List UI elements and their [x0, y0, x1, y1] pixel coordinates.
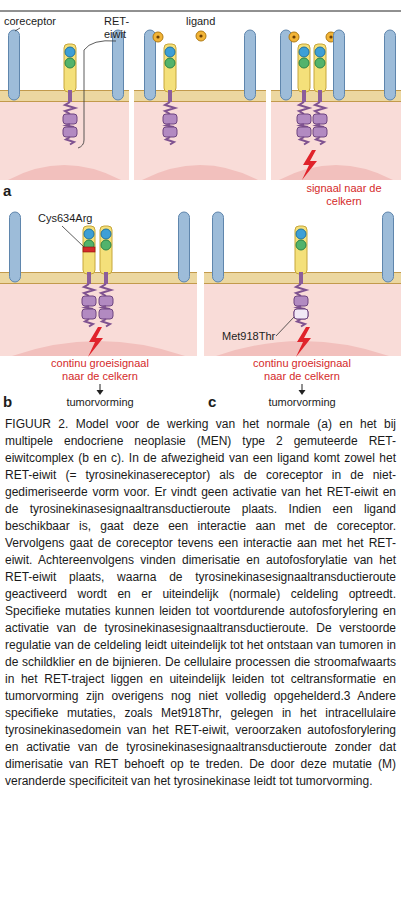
ret-bracket — [78, 41, 116, 148]
membrane-edge — [0, 101, 129, 102]
coreceptor — [385, 30, 396, 100]
panel-c — [204, 212, 401, 395]
signal-label: signaal naar de celkern — [292, 182, 396, 208]
nucleus — [142, 165, 258, 180]
leader-line — [276, 317, 294, 336]
panel-a-cells — [0, 90, 401, 180]
leader-line — [62, 226, 84, 247]
coreceptor — [245, 30, 256, 100]
coreceptor — [383, 212, 394, 282]
coreceptor — [179, 212, 190, 282]
mutation-label: Met918Thr — [222, 330, 275, 343]
signal-label: continu groeisignaal naar de celkern — [40, 357, 160, 383]
cytoplasm — [204, 284, 401, 356]
part-label: coreceptor — [4, 15, 56, 28]
panel-letter: c — [208, 393, 216, 410]
ret-protein — [63, 44, 77, 145]
leader-line — [15, 28, 20, 31]
coreceptor — [10, 212, 21, 282]
panel-letter: b — [3, 393, 12, 410]
ret-protein — [99, 226, 113, 327]
ligand-free — [196, 31, 206, 41]
signal-label: continu groeisignaal naar de celkern — [242, 357, 362, 383]
arrow-head — [97, 390, 104, 395]
figure-caption: FIGUUR 2. Model voor de werking van het … — [5, 416, 396, 790]
ret-protein — [313, 44, 327, 145]
ret-protein — [294, 226, 308, 327]
cytoplasm — [134, 102, 266, 180]
arrow-shaft — [100, 384, 101, 391]
ret-protein — [82, 226, 96, 327]
nucleus — [279, 165, 393, 180]
nucleus — [8, 165, 121, 180]
coreceptor — [334, 30, 345, 100]
membrane — [0, 272, 197, 284]
arrow-head — [299, 390, 306, 395]
ret-protein — [297, 44, 311, 145]
part-label: RET-eiwit — [104, 15, 138, 41]
membrane-edge — [134, 101, 266, 102]
panel-a-receptors — [9, 28, 396, 180]
signal-bolt — [88, 327, 103, 357]
ret-protein — [163, 44, 177, 145]
membrane-edge — [0, 272, 197, 273]
top-rule — [0, 11, 401, 12]
mutated-kinase-domain — [294, 309, 308, 319]
membrane-edge — [0, 283, 197, 284]
ligand — [153, 32, 163, 42]
membrane-edge — [271, 101, 401, 102]
signal-bolt — [302, 150, 317, 180]
cytoplasm — [271, 102, 401, 180]
coreceptor — [213, 212, 224, 282]
part-label: ligand — [186, 15, 215, 28]
mutation-label: Cys634Arg — [38, 212, 92, 225]
ligand — [289, 32, 299, 42]
cytoplasm — [0, 284, 197, 356]
panel-b — [0, 212, 197, 395]
mutation-mark — [83, 247, 95, 252]
outcome-label: tumorvorming — [242, 396, 362, 409]
coreceptor — [9, 30, 20, 100]
signal-bolt — [296, 327, 311, 357]
outcome-label: tumorvorming — [40, 396, 160, 409]
cytoplasm — [0, 102, 129, 180]
arrow-shaft — [302, 384, 303, 391]
panel-letter: a — [3, 182, 11, 199]
